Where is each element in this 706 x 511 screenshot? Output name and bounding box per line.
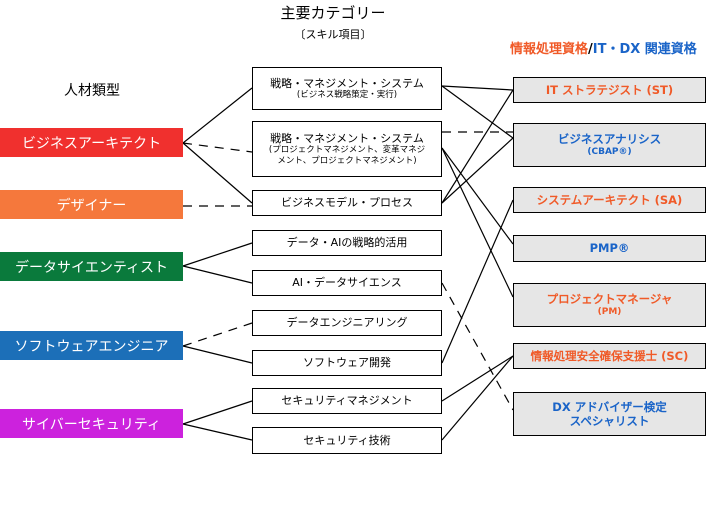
role-cyber-security: サイバーセキュリティ xyxy=(0,409,183,438)
role-label: デザイナー xyxy=(56,197,127,214)
qualification-label: システムアーキテクト (SA) xyxy=(536,192,683,207)
qualification-sub: (CBAP®) xyxy=(587,146,632,157)
qualification-label: ビジネスアナリシス xyxy=(557,132,662,147)
role-label: サイバーセキュリティ xyxy=(22,416,161,433)
category-label: ソフトウェア開発 xyxy=(303,356,391,370)
qualification-it-strategist: IT ストラテジスト (ST) xyxy=(513,77,706,103)
category-label: セキュリティマネジメント xyxy=(281,394,413,408)
qualification-sub: (PM) xyxy=(597,306,622,317)
category-data-ai-strategy: データ・AIの戦略的活用 xyxy=(252,230,442,256)
qualifications-heading-part1: 情報処理資格 xyxy=(510,42,589,57)
role-label: データサイエンティスト xyxy=(14,259,169,276)
role-business-architect: ビジネスアーキテクト xyxy=(0,128,183,157)
category-label: AI・データサイエンス xyxy=(292,276,402,290)
qualification-business-analysis: ビジネスアナリシス (CBAP®) xyxy=(513,123,706,167)
category-ai-data-science: AI・データサイエンス xyxy=(252,270,442,296)
category-label: データエンジニアリング xyxy=(286,316,408,330)
category-sub: (ビジネス戦略策定・実行) xyxy=(296,89,398,100)
category-business-model-process: ビジネスモデル・プロセス xyxy=(252,190,442,216)
qualification-dx-advisor: DX アドバイザー検定 スペシャリスト xyxy=(513,392,706,436)
role-software-engineer: ソフトウェアエンジニア xyxy=(0,331,183,360)
diagram-title: 主要カテゴリー xyxy=(280,4,386,22)
qualification-sub: スペシャリスト xyxy=(569,414,650,428)
qualifications-heading-part2: IT・DX 関連資格 xyxy=(592,42,697,57)
role-data-scientist: データサイエンティスト xyxy=(0,252,183,281)
qualification-label: DX アドバイザー検定 xyxy=(552,399,667,414)
category-label: 戦略・マネジメント・システム xyxy=(270,76,424,90)
qualification-pmp: PMP® xyxy=(513,235,706,262)
qualification-label: PMP® xyxy=(589,241,630,256)
roles-heading: 人材類型 xyxy=(64,83,120,99)
qualifications-heading-separator: / xyxy=(588,42,593,57)
qualification-project-manager: プロジェクトマネージャ (PM) xyxy=(513,283,706,327)
category-label: セキュリティ技術 xyxy=(303,433,391,447)
category-label: ビジネスモデル・プロセス xyxy=(281,196,413,210)
diagram-subtitle: 〔スキル項目〕 xyxy=(294,28,372,41)
role-label: ビジネスアーキテクト xyxy=(21,135,162,152)
category-label: データ・AIの戦略的活用 xyxy=(286,236,408,250)
qualification-security-specialist: 情報処理安全確保支援士 (SC) xyxy=(513,343,706,369)
category-strategy-management-2: 戦略・マネジメント・システム (プロジェクトマネジメント、変革マネジ メント、プ… xyxy=(252,121,442,177)
category-software-development: ソフトウェア開発 xyxy=(252,350,442,376)
category-security-technology: セキュリティ技術 xyxy=(252,427,442,454)
role-label: ソフトウェアエンジニア xyxy=(14,338,169,355)
category-label: 戦略・マネジメント・システム xyxy=(270,131,424,145)
category-data-engineering: データエンジニアリング xyxy=(252,310,442,336)
category-security-management: セキュリティマネジメント xyxy=(252,388,442,414)
qualification-label: IT ストラテジスト (ST) xyxy=(545,82,674,97)
qualification-system-architect: システムアーキテクト (SA) xyxy=(513,187,706,213)
role-designer: デザイナー xyxy=(0,190,183,219)
qualification-label: 情報処理安全確保支援士 (SC) xyxy=(530,348,689,363)
qualification-label: プロジェクトマネージャ xyxy=(546,292,673,307)
qualifications-heading: 情報処理資格/IT・DX 関連資格 xyxy=(510,38,706,57)
category-sub: (プロジェクトマネジメント、変革マネジ メント、プロジェクトマネジメント) xyxy=(268,144,426,166)
category-strategy-management-1: 戦略・マネジメント・システム (ビジネス戦略策定・実行) xyxy=(252,67,442,110)
